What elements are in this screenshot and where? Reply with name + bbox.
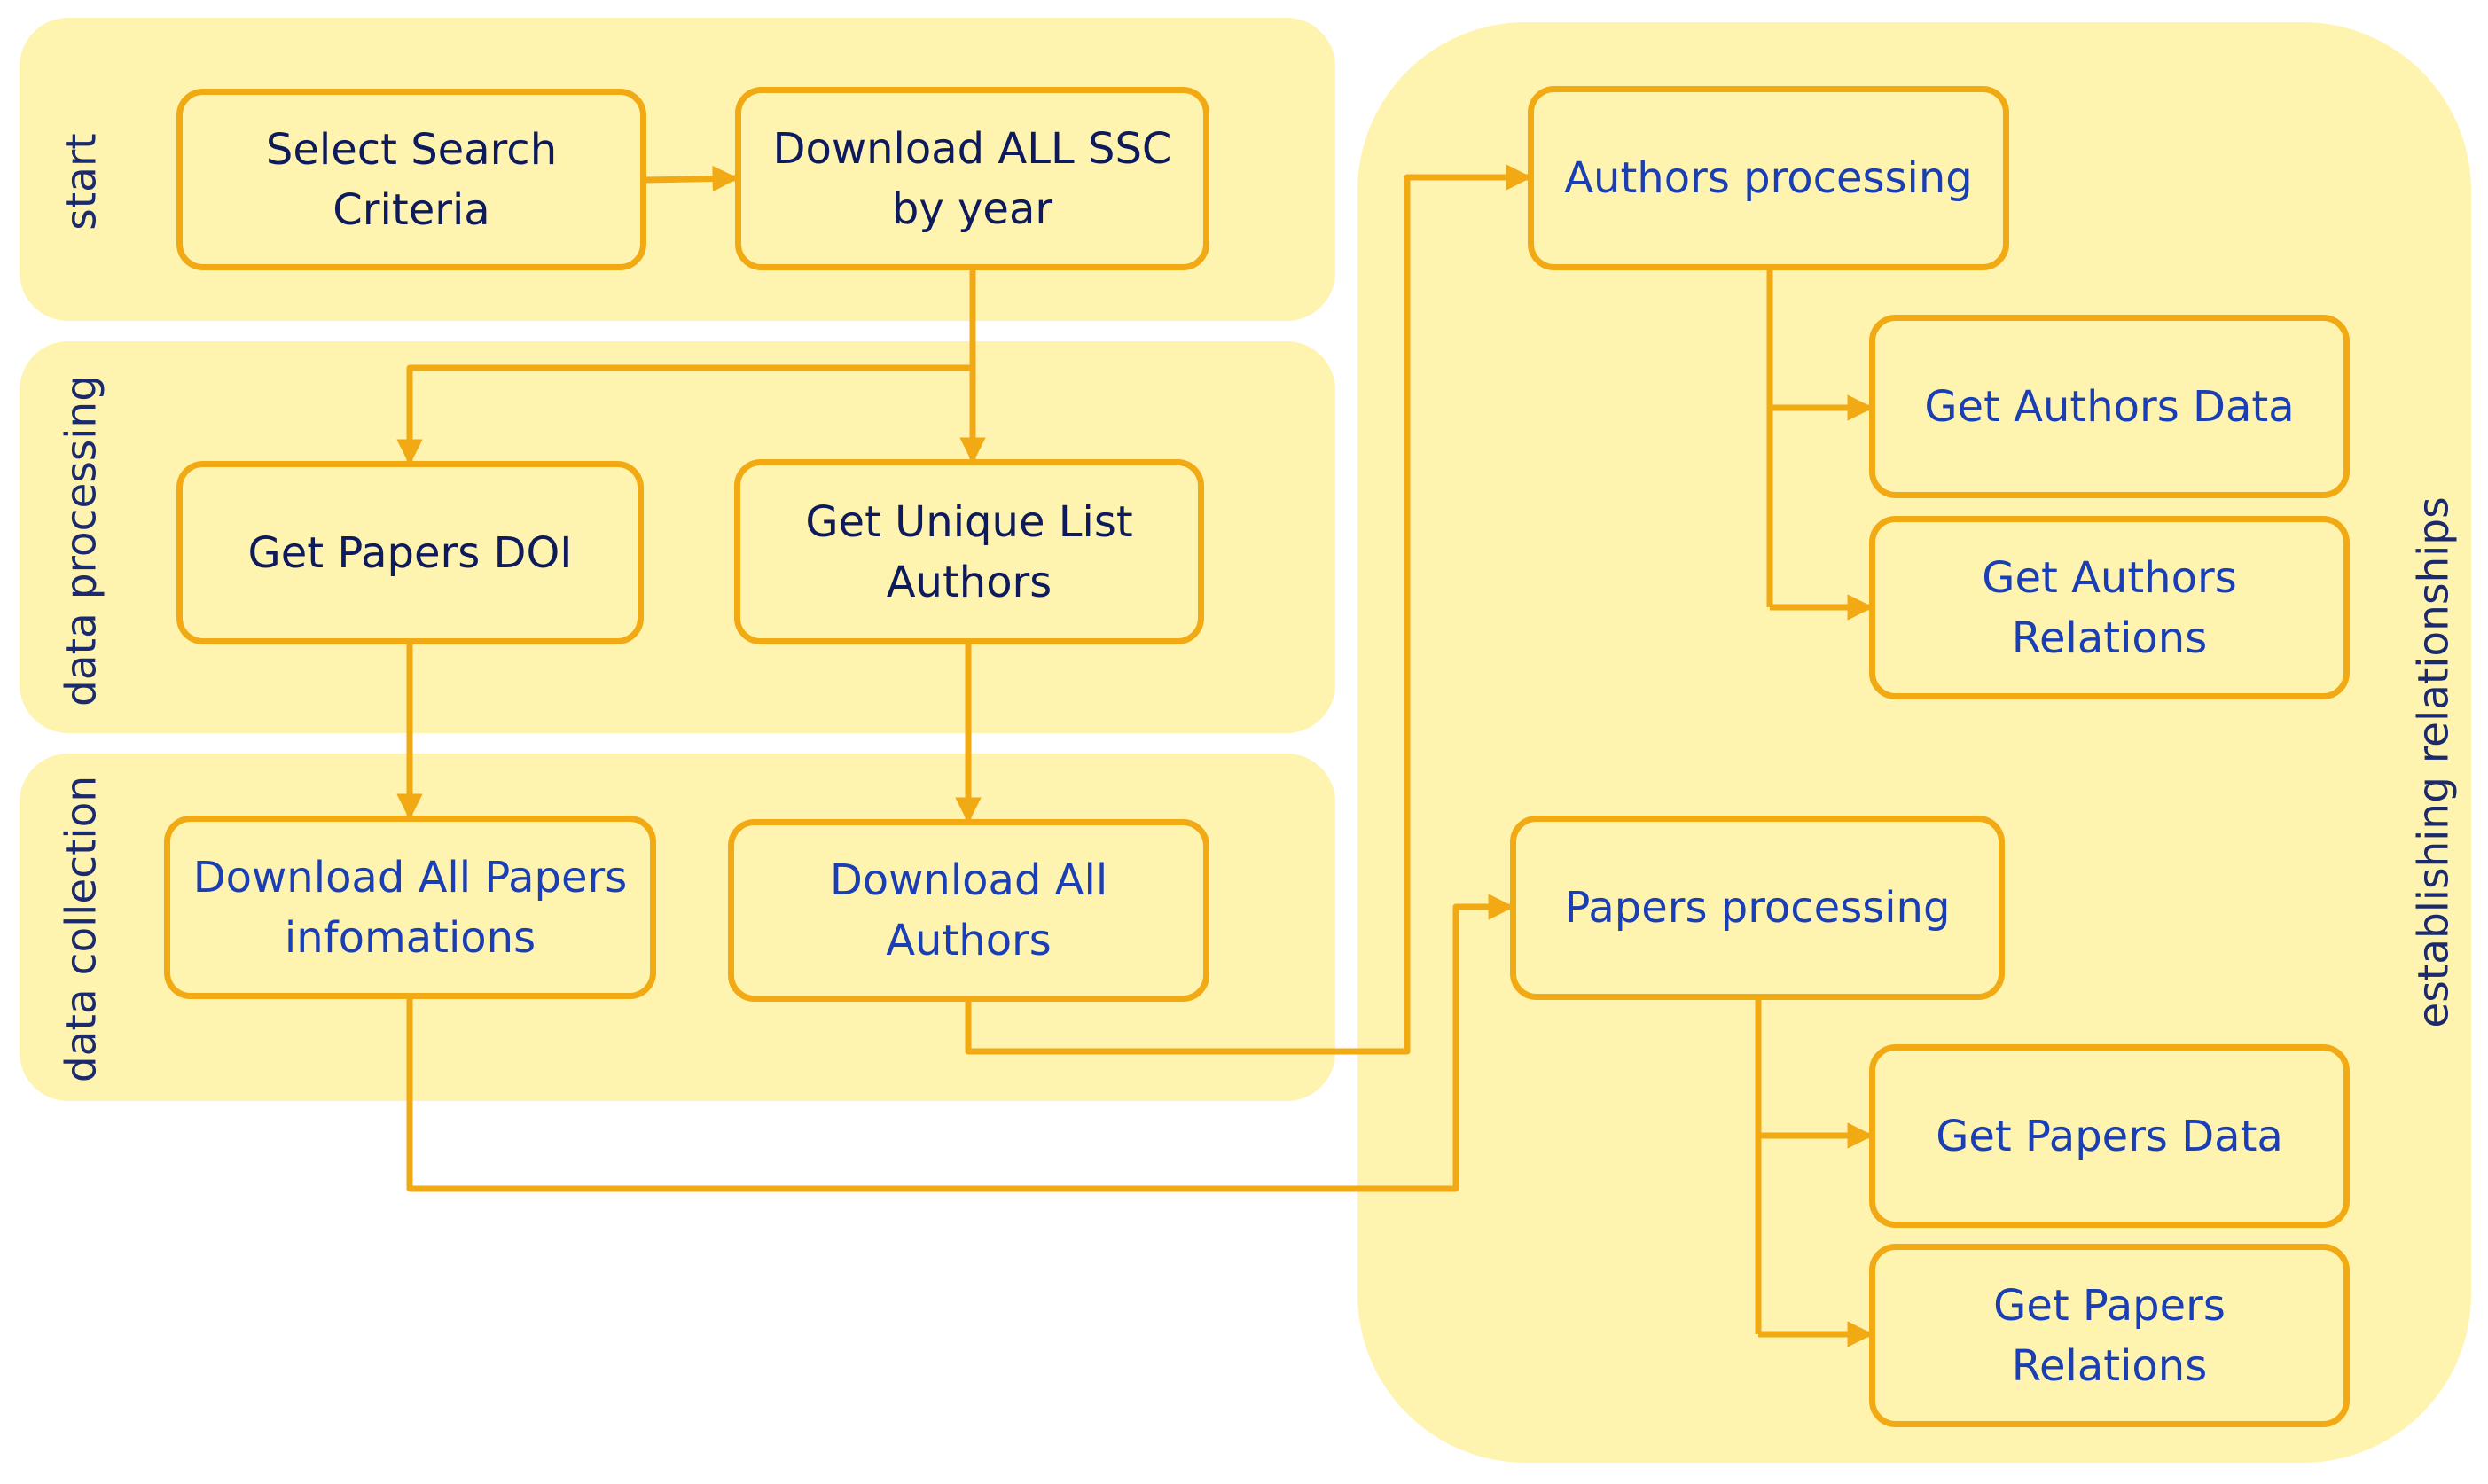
node-get-authors-relations: Get Authors Relations	[1869, 516, 2350, 699]
lane-label-data-collection: data collection	[57, 775, 106, 1083]
node-download-all-ssc: Download ALL SSC by year	[735, 87, 1209, 270]
lane-label-start: start	[57, 133, 106, 230]
node-select-search-criteria: Select Search Criteria	[176, 89, 646, 270]
node-download-all-papers: Download All Papers infomations	[164, 816, 656, 999]
node-authors-processing: Authors processing	[1528, 86, 2009, 270]
node-get-papers-data: Get Papers Data	[1869, 1044, 2350, 1228]
node-get-authors-data: Get Authors Data	[1869, 315, 2350, 498]
node-get-papers-doi: Get Papers DOI	[176, 461, 644, 644]
lane-label-data-processing: data processing	[57, 374, 106, 707]
node-papers-processing: Papers processing	[1510, 816, 2005, 1000]
node-get-papers-relations: Get Papers Relations	[1869, 1244, 2350, 1427]
node-get-unique-list-authors: Get Unique List Authors	[734, 459, 1204, 644]
node-download-all-authors: Download All Authors	[728, 819, 1209, 1002]
lane-label-establishing-relationships: establishing relationships	[2409, 496, 2459, 1028]
